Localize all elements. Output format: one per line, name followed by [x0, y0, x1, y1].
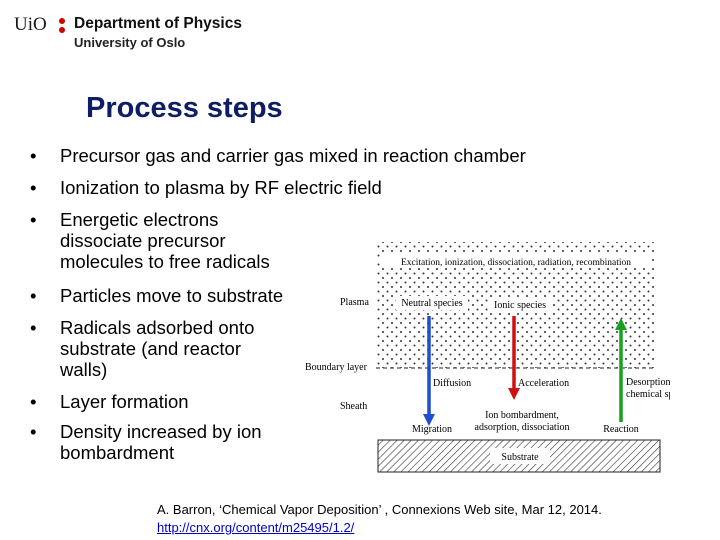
plasma-label: Plasma — [340, 297, 369, 308]
university-name: University of Oslo — [74, 35, 186, 50]
slide-title: Process steps — [86, 92, 283, 124]
reference: A. Barron, ‘Chemical Vapor Deposition’ ,… — [157, 501, 602, 537]
bullet-text: substrate (and reactor — [60, 338, 241, 359]
top-process-label: Excitation, ionization, dissociation, ra… — [401, 258, 631, 268]
reaction-label: Reaction — [603, 424, 639, 435]
sheath-label: Sheath — [340, 401, 367, 412]
desorption-arrowhead-icon — [615, 318, 627, 330]
ion-bombardment-label: Ion bombardment, — [485, 410, 559, 421]
neutral-species-label: Neutral species — [401, 298, 462, 309]
bullet-text: Radicals adsorbed onto — [60, 317, 255, 338]
desorption-label: Desorption, — [626, 377, 670, 388]
substrate-label: Substrate — [501, 452, 539, 463]
bullet-text: walls) — [60, 359, 108, 380]
sputtering-label: chemical sputtering — [626, 389, 670, 400]
bullet-text: Ionization to plasma by RF electric fiel… — [60, 177, 382, 198]
bullet-text: Energetic electrons — [60, 209, 219, 230]
uio-logo: UiO — [14, 14, 47, 35]
pecvd-diagram: Substrate Excitation, ionization, dissoc… — [305, 242, 670, 473]
acceleration-arrowhead-icon — [508, 388, 520, 400]
reference-link[interactable]: http://cnx.org/content/m25495/1.2/ — [157, 520, 355, 535]
bullet-text: bombardment — [60, 442, 175, 463]
migration-label: Migration — [412, 424, 452, 435]
reference-citation: A. Barron, ‘Chemical Vapor Deposition’ ,… — [157, 502, 602, 517]
bullet-text: Layer formation — [60, 391, 189, 412]
adsorption-label: adsorption, dissociation — [475, 422, 570, 433]
boundary-layer-label: Boundary layer — [305, 362, 368, 373]
bullet-text: Particles move to substrate — [60, 285, 284, 306]
acceleration-label: Acceleration — [518, 378, 569, 389]
diffusion-arrowhead-icon — [423, 414, 435, 426]
department-name: Department of Physics — [74, 15, 242, 32]
logo-dots-icon — [58, 18, 66, 34]
bullet-text: Precursor gas and carrier gas mixed in r… — [60, 145, 526, 166]
bullet-text: dissociate precursor — [60, 230, 226, 251]
bullet-text: Density increased by ion — [60, 421, 262, 442]
header: UiO Department of Physics University of … — [14, 12, 314, 56]
bullet-text: molecules to free radicals — [60, 251, 270, 272]
diffusion-label: Diffusion — [433, 378, 471, 389]
ionic-species-label: Ionic species — [494, 300, 546, 311]
